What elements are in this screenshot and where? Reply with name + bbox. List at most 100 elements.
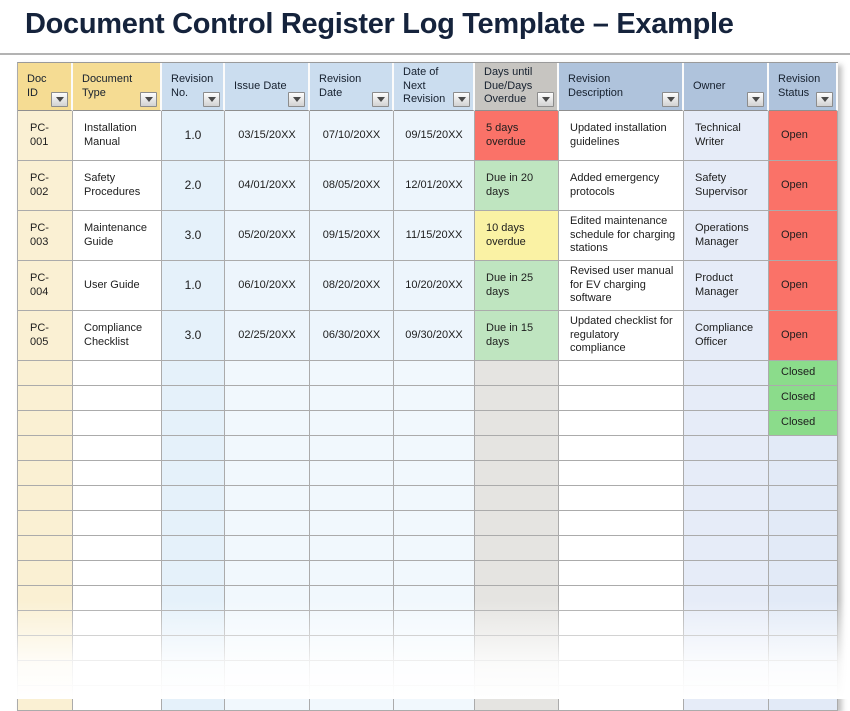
cell-days_until_due-row15[interactable] [475,586,559,611]
cell-next_revision-row17[interactable] [394,636,475,661]
filter-dropdown-next_revision[interactable] [453,92,470,107]
cell-revision_date-row16[interactable] [310,611,394,636]
cell-owner-row18[interactable] [684,661,769,686]
cell-revision_status-row6[interactable]: Closed [769,361,838,386]
cell-next_revision-row11[interactable] [394,486,475,511]
cell-next_revision-row5[interactable]: 09/30/20XX [394,311,475,361]
cell-days_until_due-row10[interactable] [475,461,559,486]
cell-owner-row3[interactable]: Operations Manager [684,211,769,261]
cell-next_revision-row1[interactable]: 09/15/20XX [394,111,475,161]
cell-revision_description-row11[interactable] [559,486,684,511]
cell-doc_id-row9[interactable] [18,436,73,461]
cell-revision_date-row1[interactable]: 07/10/20XX [310,111,394,161]
cell-document_type-row3[interactable]: Maintenance Guide [73,211,162,261]
cell-next_revision-row13[interactable] [394,536,475,561]
cell-doc_id-row4[interactable]: PC-004 [18,261,73,311]
cell-doc_id-row8[interactable] [18,411,73,436]
cell-revision_no-row3[interactable]: 3.0 [162,211,225,261]
cell-doc_id-row14[interactable] [18,561,73,586]
cell-owner-row13[interactable] [684,536,769,561]
filter-dropdown-doc_id[interactable] [51,92,68,107]
cell-doc_id-row10[interactable] [18,461,73,486]
cell-document_type-row8[interactable] [73,411,162,436]
cell-issue_date-row11[interactable] [225,486,310,511]
cell-issue_date-row5[interactable]: 02/25/20XX [225,311,310,361]
cell-owner-row2[interactable]: Safety Supervisor [684,161,769,211]
cell-document_type-row18[interactable] [73,661,162,686]
cell-revision_status-row11[interactable] [769,486,838,511]
cell-revision_description-row2[interactable]: Added emergency protocols [559,161,684,211]
cell-next_revision-row6[interactable] [394,361,475,386]
cell-revision_status-row13[interactable] [769,536,838,561]
cell-revision_description-row9[interactable] [559,436,684,461]
cell-revision_description-row5[interactable]: Updated checklist for regulatory complia… [559,311,684,361]
cell-revision_no-row15[interactable] [162,586,225,611]
cell-revision_no-row14[interactable] [162,561,225,586]
cell-document_type-row4[interactable]: User Guide [73,261,162,311]
cell-revision_description-row13[interactable] [559,536,684,561]
cell-days_until_due-row4[interactable]: Due in 25 days [475,261,559,311]
cell-days_until_due-row1[interactable]: 5 days overdue [475,111,559,161]
cell-revision_description-row10[interactable] [559,461,684,486]
cell-next_revision-row9[interactable] [394,436,475,461]
cell-days_until_due-row3[interactable]: 10 days overdue [475,211,559,261]
cell-revision_no-row5[interactable]: 3.0 [162,311,225,361]
cell-document_type-row6[interactable] [73,361,162,386]
cell-revision_status-row10[interactable] [769,461,838,486]
cell-revision_date-row3[interactable]: 09/15/20XX [310,211,394,261]
cell-issue_date-row1[interactable]: 03/15/20XX [225,111,310,161]
cell-revision_date-row4[interactable]: 08/20/20XX [310,261,394,311]
cell-next_revision-row15[interactable] [394,586,475,611]
cell-revision_no-row12[interactable] [162,511,225,536]
cell-issue_date-row15[interactable] [225,586,310,611]
cell-days_until_due-row5[interactable]: Due in 15 days [475,311,559,361]
cell-revision_date-row15[interactable] [310,586,394,611]
cell-doc_id-row12[interactable] [18,511,73,536]
cell-doc_id-row7[interactable] [18,386,73,411]
cell-revision_date-row12[interactable] [310,511,394,536]
filter-dropdown-revision_date[interactable] [372,92,389,107]
filter-dropdown-days_until_due[interactable] [537,92,554,107]
cell-document_type-row1[interactable]: Installation Manual [73,111,162,161]
cell-revision_description-row12[interactable] [559,511,684,536]
cell-document_type-row11[interactable] [73,486,162,511]
cell-revision_date-row9[interactable] [310,436,394,461]
cell-doc_id-row1[interactable]: PC-001 [18,111,73,161]
cell-owner-row16[interactable] [684,611,769,636]
cell-next_revision-row8[interactable] [394,411,475,436]
cell-revision_status-row16[interactable] [769,611,838,636]
cell-revision_no-row7[interactable] [162,386,225,411]
cell-issue_date-row7[interactable] [225,386,310,411]
cell-revision_status-row1[interactable]: Open [769,111,838,161]
cell-revision_status-row5[interactable]: Open [769,311,838,361]
cell-revision_description-row14[interactable] [559,561,684,586]
cell-revision_status-row17[interactable] [769,636,838,661]
cell-issue_date-row8[interactable] [225,411,310,436]
cell-revision_description-row16[interactable] [559,611,684,636]
cell-owner-row10[interactable] [684,461,769,486]
cell-owner-row8[interactable] [684,411,769,436]
cell-days_until_due-row16[interactable] [475,611,559,636]
cell-days_until_due-row17[interactable] [475,636,559,661]
cell-next_revision-row2[interactable]: 12/01/20XX [394,161,475,211]
cell-next_revision-row10[interactable] [394,461,475,486]
cell-doc_id-row3[interactable]: PC-003 [18,211,73,261]
cell-revision_date-row13[interactable] [310,536,394,561]
cell-next_revision-row16[interactable] [394,611,475,636]
cell-revision_no-row16[interactable] [162,611,225,636]
cell-days_until_due-row18[interactable] [475,661,559,686]
cell-revision_description-row3[interactable]: Edited maintenance schedule for charging… [559,211,684,261]
cell-days_until_due-row9[interactable] [475,436,559,461]
cell-revision_description-row6[interactable] [559,361,684,386]
cell-owner-row14[interactable] [684,561,769,586]
cell-owner-row4[interactable]: Product Manager [684,261,769,311]
cell-next_revision-row3[interactable]: 11/15/20XX [394,211,475,261]
cell-revision_date-row2[interactable]: 08/05/20XX [310,161,394,211]
cell-revision_no-row9[interactable] [162,436,225,461]
cell-document_type-row9[interactable] [73,436,162,461]
cell-issue_date-row6[interactable] [225,361,310,386]
cell-revision_date-row10[interactable] [310,461,394,486]
filter-dropdown-issue_date[interactable] [288,92,305,107]
cell-document_type-row10[interactable] [73,461,162,486]
cell-revision_no-row13[interactable] [162,536,225,561]
